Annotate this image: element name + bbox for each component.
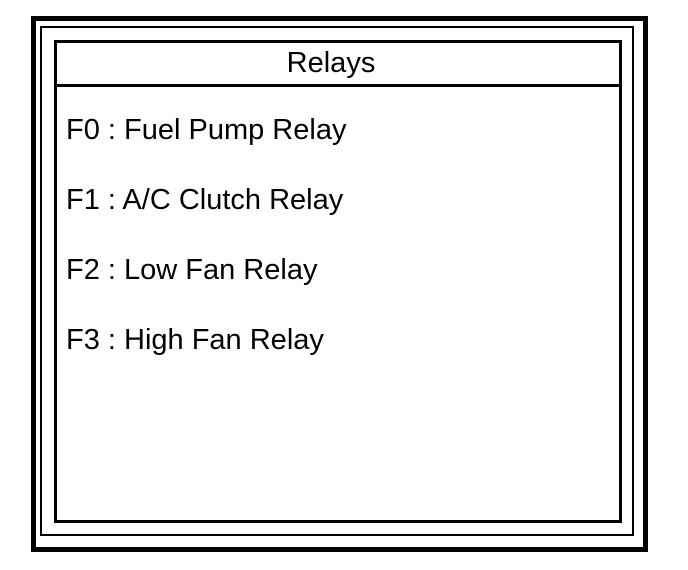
relay-item-f0[interactable]: F0 : Fuel Pump Relay [66,114,347,146]
panel-title: Relays [286,47,376,79]
relay-list: F0 : Fuel Pump Relay F1 : A/C Clutch Rel… [57,87,619,520]
panel-header: Relays [57,43,619,87]
relay-item-f1[interactable]: F1 : A/C Clutch Relay [66,184,344,216]
relays-panel: Relays F0 : Fuel Pump Relay F1 : A/C Clu… [54,40,622,523]
relay-item-f2[interactable]: F2 : Low Fan Relay [66,254,318,286]
relay-item-f3[interactable]: F3 : High Fan Relay [66,324,324,356]
